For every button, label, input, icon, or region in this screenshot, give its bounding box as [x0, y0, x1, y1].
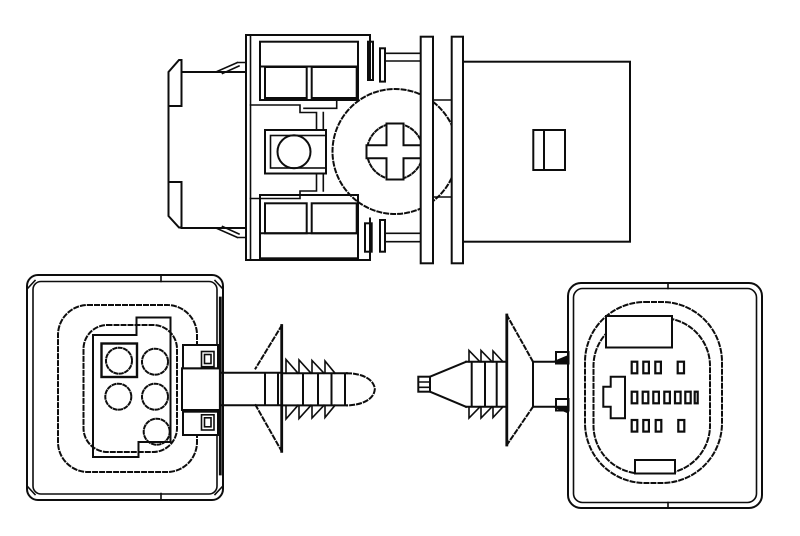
rect-pin-r3-4 — [677, 418, 686, 433]
clamp-outer — [264, 129, 327, 175]
block-bottom — [259, 194, 359, 260]
connector-body-edges — [167, 71, 247, 229]
round-pin-1 — [105, 346, 133, 375]
right-face-top-slot — [605, 315, 673, 349]
left-face-pin-housing — [92, 316, 172, 458]
latch-tab-top — [182, 344, 219, 370]
sensor-top-view — [167, 34, 631, 265]
rect-pin-r2-5 — [673, 390, 682, 405]
left-face-key-square — [100, 342, 139, 379]
right-face-outer-shell — [567, 282, 763, 509]
flange-bar-1 — [419, 35, 435, 265]
right-face-key — [602, 375, 626, 420]
step-bottom — [249, 172, 338, 200]
latch-steps-top — [215, 61, 247, 75]
round-pin-4 — [141, 382, 169, 411]
flange-bottom — [167, 181, 183, 229]
right-face-pin-group — [630, 360, 699, 433]
seat-cone-dashes-right — [505, 313, 535, 447]
latch-steps-bottom — [215, 225, 247, 239]
block-bottom-cell-2 — [310, 202, 358, 235]
right-face-bottom-slot — [634, 459, 676, 475]
rect-pin-r3-2 — [642, 418, 650, 433]
shell-tab-bottom-b — [379, 219, 386, 253]
clamp-eyelet — [276, 134, 312, 170]
right-face-collar-outer — [584, 301, 723, 484]
rect-pin-r1-4 — [676, 360, 686, 375]
rect-pin-r2-7 — [693, 390, 699, 405]
left-face-corner-bevels — [26, 279, 224, 496]
sensor-dome-tip — [345, 372, 376, 407]
latch-tab-top-core — [203, 353, 212, 365]
block-top-cell-2 — [310, 66, 358, 99]
latch-tab-top-outer — [182, 344, 219, 370]
left-face-pin-group — [104, 346, 171, 446]
top-view-left-connector — [167, 59, 247, 239]
step-top — [249, 99, 338, 131]
neck-cylinder-right — [532, 360, 569, 408]
latch-tab-bottom-core — [203, 416, 212, 428]
rect-pin-r2-3 — [652, 390, 660, 405]
top-view-clamp — [264, 129, 327, 175]
tip-taper — [428, 360, 468, 409]
connector-face-left — [26, 274, 224, 501]
block-top-cell-1 — [264, 66, 308, 99]
flange-top — [167, 59, 183, 107]
sensor-side-view-right — [417, 313, 569, 447]
block-top — [259, 40, 359, 101]
rect-pin-r3-1 — [630, 418, 639, 433]
sensor-side-view-left — [181, 296, 376, 476]
seat-cone-dashes — [254, 324, 284, 453]
body-window — [532, 129, 566, 171]
top-view-flange-bars — [419, 35, 465, 265]
rear-boss — [181, 367, 221, 411]
screw-cross — [365, 122, 425, 181]
top-view-housing-shell — [245, 34, 422, 261]
round-pin-3 — [104, 382, 133, 411]
shell-tab-top-a — [367, 40, 374, 81]
tip-nipple — [417, 375, 431, 393]
thread-teeth-bottom — [285, 404, 337, 422]
latch-tab-bottom — [182, 410, 219, 437]
latch-tab-top-inner — [200, 350, 215, 368]
left-face-seal-ring-inner — [82, 324, 178, 453]
left-face-outer-shell — [26, 274, 224, 501]
link-bars — [384, 52, 422, 243]
shank-cylinder — [221, 371, 282, 407]
tip-nipple-bands — [417, 381, 431, 389]
right-face-inner-shell — [572, 287, 758, 504]
body-square — [462, 60, 631, 243]
thread-core-right — [465, 360, 507, 408]
retainer-wedge-top — [552, 355, 567, 362]
clamp-inner — [269, 134, 327, 169]
latch-tab-bottom-inner — [200, 413, 215, 431]
rect-pin-r2-1 — [630, 390, 639, 405]
top-view-terminal-blocks — [249, 40, 359, 260]
rect-pin-r1-1 — [630, 360, 639, 375]
flange-rungs — [432, 99, 453, 198]
rect-pin-r1-3 — [654, 360, 662, 375]
block-bottom-cell-1 — [264, 202, 308, 235]
flange-bar-2 — [450, 35, 465, 265]
rect-pin-r2-2 — [641, 390, 650, 405]
thread-teeth-top-right — [468, 348, 505, 363]
thread-core — [280, 372, 348, 407]
rect-pin-r2-4 — [663, 390, 671, 405]
connector-face-right — [555, 282, 763, 509]
rect-pin-r2-6 — [684, 390, 692, 405]
shell-tab-top-b — [379, 47, 386, 83]
round-pin-5 — [142, 417, 171, 446]
top-view-screw-boss — [331, 88, 459, 215]
top-view-body-square — [462, 60, 631, 243]
thread-teeth-bottom-right — [468, 405, 505, 420]
shell-tab-bottom-a — [364, 222, 373, 253]
round-pin-2 — [141, 347, 169, 376]
rect-pin-r1-2 — [642, 360, 650, 375]
thread-teeth-top — [285, 357, 337, 375]
rect-pin-r3-3 — [654, 418, 663, 433]
